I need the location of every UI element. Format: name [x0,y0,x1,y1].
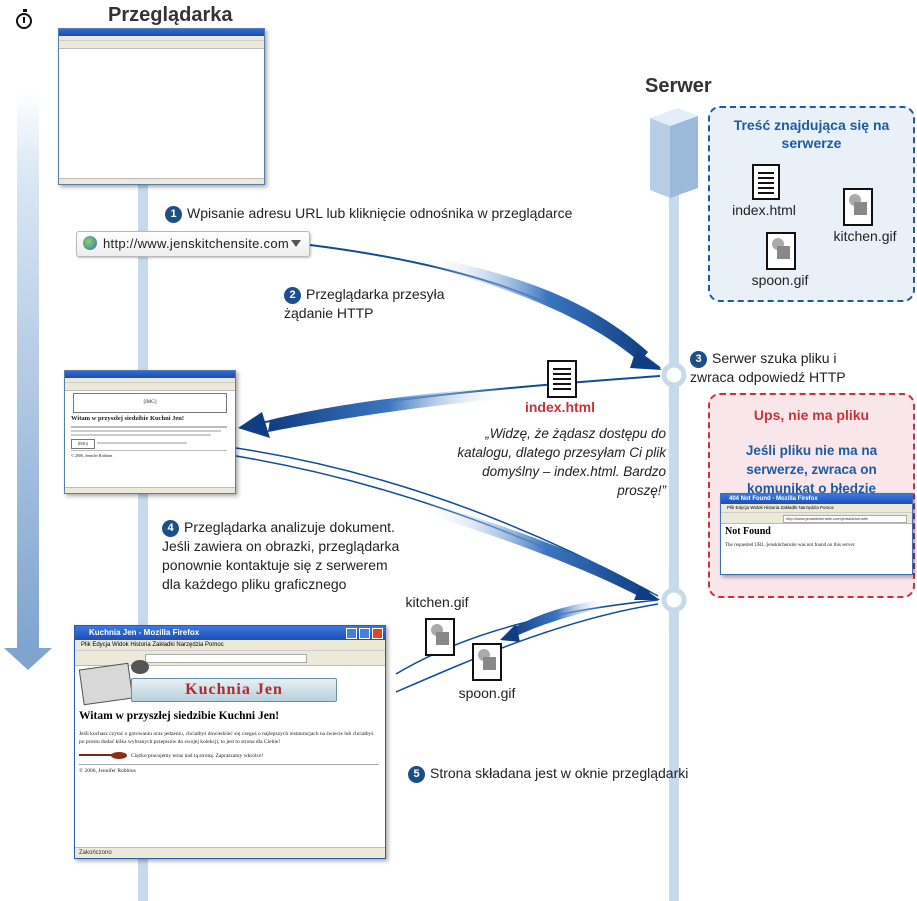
request-arrow-band [425,256,648,362]
browser-timeline [138,180,148,901]
final-window-titlebar: Kuchnia Jen - Mozilla Firefox [75,626,385,640]
step-1-number: 1 [165,206,182,223]
error-browser-window: 404 Not Found - Mozilla Firefox Plik Edy… [720,493,913,575]
html-file-icon [752,164,780,200]
final-window-menu: Plik Edycja Widok Historia Zakładki Narz… [75,640,385,651]
server-timeline [669,190,679,901]
address-bar[interactable]: http://www.jenskitchensite.com [76,231,310,257]
tiny-heading: Witam w przyszłej siedzibie Kuchni Jen! [71,415,185,422]
final-paragraph: Jeśli kochasz czytać o gotowaniu oraz je… [79,731,374,745]
stopwatch-icon [16,9,32,29]
image-response-line-1 [395,599,659,675]
globe-icon [83,236,97,250]
step-5-number: 5 [408,766,425,783]
dropdown-arrow-icon[interactable] [291,240,301,247]
step-4-number: 4 [162,520,179,537]
time-arrow-head [4,648,52,670]
step-2-number: 2 [284,287,301,304]
blank-browser-window [58,28,265,185]
final-heading: Witam w przyszłej siedzibie Kuchni Jen! [79,710,280,722]
image-file-icon [472,643,502,681]
image-request-arrowhead [634,586,660,600]
response-file-name: index.html [524,399,595,415]
image-file-icon [766,232,796,270]
step-4-text: Przeglądarka analizuje dokument. Jeśli z… [162,519,400,592]
step-5-text: Strona składana jest w oknie przeglądark… [430,765,689,781]
server-node-1 [661,362,687,388]
close-icon[interactable] [372,628,383,639]
error-text: Jeśli pliku nie ma na serwerze, zwraca o… [745,443,878,496]
banner-bar: Kuchnia Jen [131,678,337,702]
error-body: The requested URL /jenskitchensite was n… [725,543,856,548]
image-file-icon [425,618,455,656]
server-file-kitchen: kitchen.gif [833,228,897,244]
final-footer: © 2006, Jennifer Robbins [79,768,136,774]
image-response-line-2 [395,603,659,693]
step-3-text: Serwer szuka pliku i zwraca odpowiedź HT… [690,350,846,385]
tiny-footer: © 2006, Jennifer Robbins [71,453,113,458]
server-node-2 [661,587,687,613]
spoon-illustration [79,752,129,759]
image-file-icon [843,188,873,226]
returned-image-spoon: spoon.gif [458,685,516,701]
image-response-arrowhead [500,624,520,642]
time-arrow-shaft [17,90,39,650]
text-only-browser-window: [IMG] Witam w przyszłej siedzibie Kuchni… [64,370,236,494]
server-file-index: index.html [732,202,796,218]
banner-title: Kuchnia Jen [185,681,283,698]
response-file-icon [547,360,577,398]
error-window-title: 404 Not Found - Mozilla Firefox [721,494,912,504]
tiny-spoon-placeholder: [IMG] [71,439,95,449]
step-3-number: 3 [690,351,707,368]
final-browser-window: Kuchnia Jen - Mozilla Firefox Plik Edycj… [74,625,386,859]
error-window-menu: Plik Edycja Widok Historia Zakładki Narz… [721,504,912,513]
step-1: 1 Wpisanie adresu URL lub kliknięcie odno… [165,204,572,223]
image-response-band [508,600,606,640]
final-status: Zakończono [75,847,385,858]
error-window-url: http://www.jenskitchensite.com/jenskitch… [783,515,907,523]
server-content-title: Treść znajdująca się na serwerze [733,117,890,151]
server-file-spoon: spoon.gif [751,272,809,288]
server-icon [650,108,698,198]
minimize-icon[interactable] [346,628,357,639]
final-spoon-line: Ciężko pracujemy teraz nad tą stroną. Za… [131,753,264,759]
server-label: Serwer [645,75,712,97]
address-url: http://www.jenskitchensite.com [103,236,290,251]
step-1-text: Wpisanie adresu URL lub kliknięcie odnoś… [187,205,573,221]
browser-label: Przeglądarka [108,4,233,26]
step-2-text: Przeglądarka przesyła żądanie HTTP [284,286,445,321]
maximize-icon[interactable] [359,628,370,639]
response-arrowhead [238,412,270,438]
error-heading: Not Found [725,526,771,537]
request-arrowhead [630,350,662,370]
final-window-title: Kuchnia Jen - Mozilla Firefox [89,628,200,637]
response-arrow-band [268,386,510,432]
image-request-band [420,500,650,600]
step-5: 5 Strona składana jest w oknie przeglądar… [408,764,688,783]
tiny-img-placeholder: [IMG] [73,393,227,413]
cookbook-illustration [78,662,134,706]
returned-image-kitchen: kitchen.gif [405,594,469,610]
server-content-box: Treść znajdująca się na serwerze index.h… [708,106,915,302]
error-box: Ups, nie ma pliku Jeśli pliku nie ma na … [708,393,915,598]
pot-illustration [131,660,149,674]
error-title: Ups, nie ma pliku [753,407,870,423]
server-quote: „Widzę, że żądasz dostępu do katalogu, d… [457,426,666,498]
